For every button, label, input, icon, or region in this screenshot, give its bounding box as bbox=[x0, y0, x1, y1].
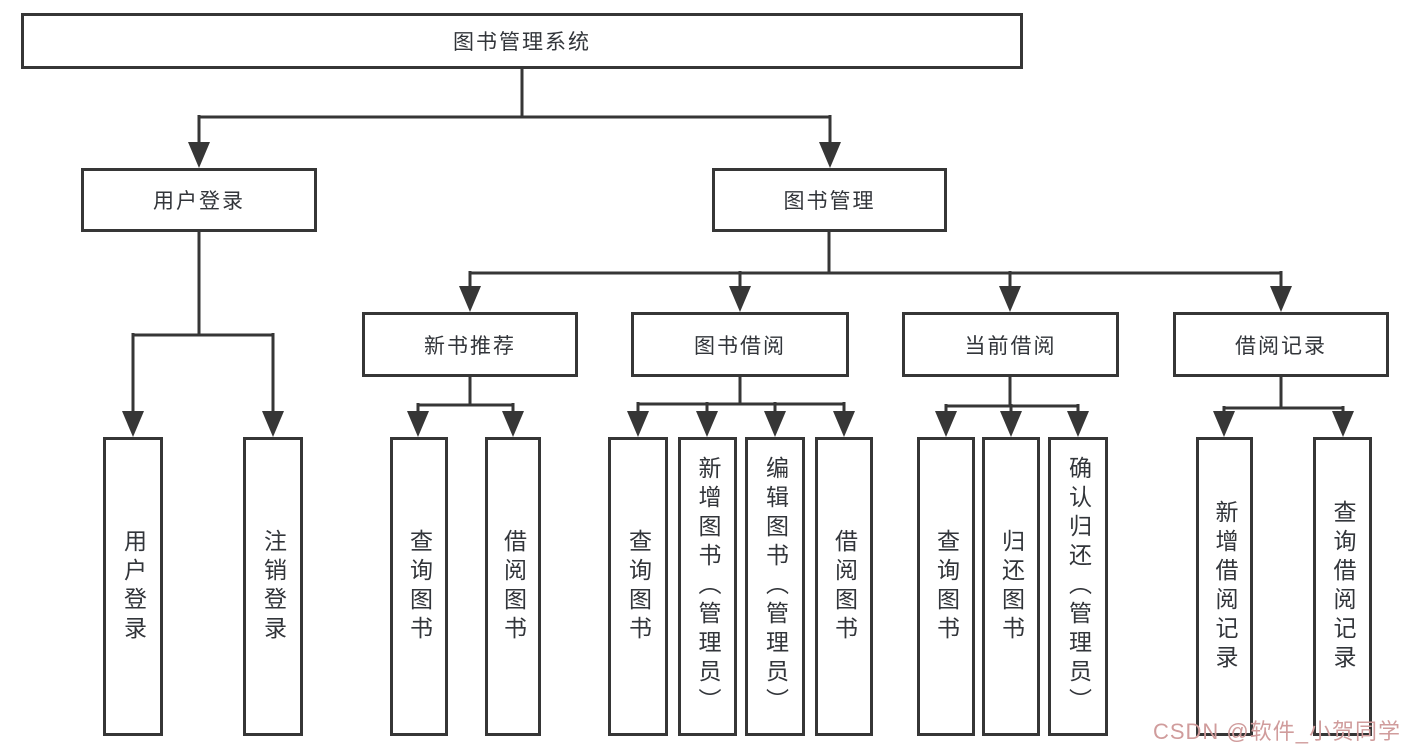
leaf-add-borrow-record: 新增借阅记录 bbox=[1196, 437, 1253, 736]
node-book-borrow: 图书借阅 bbox=[631, 312, 849, 377]
leaf-query-books-borrow: 查询图书 bbox=[608, 437, 668, 736]
node-root: 图书管理系统 bbox=[21, 13, 1023, 69]
arrowhead bbox=[188, 142, 210, 168]
arrowhead bbox=[819, 142, 841, 168]
arrowhead bbox=[935, 411, 957, 437]
connector-current-children bbox=[935, 377, 1089, 437]
leaf-query-books-current: 查询图书 bbox=[917, 437, 975, 736]
node-new-book-recommend: 新书推荐 bbox=[362, 312, 578, 377]
connector-book-mgmt-children bbox=[459, 232, 1292, 312]
leaf-borrow-books-recommend: 借阅图书 bbox=[485, 437, 541, 736]
connector-borrow-children bbox=[627, 377, 855, 437]
leaf-query-borrow-record: 查询借阅记录 bbox=[1313, 437, 1372, 736]
arrowhead bbox=[502, 411, 524, 437]
arrowhead bbox=[764, 411, 786, 437]
connector-new-book-children bbox=[407, 377, 524, 437]
leaf-query-books-recommend: 查询图书 bbox=[390, 437, 448, 736]
arrowhead bbox=[833, 411, 855, 437]
leaf-user-login: 用户登录 bbox=[103, 437, 163, 736]
leaf-confirm-return-admin: 确认归还（管理员） bbox=[1048, 437, 1108, 736]
leaf-add-books-admin: 新增图书（管理员） bbox=[678, 437, 737, 736]
arrowhead bbox=[1067, 411, 1089, 437]
leaf-return-books: 归还图书 bbox=[982, 437, 1040, 736]
connector-records-children bbox=[1213, 377, 1354, 437]
arrowhead bbox=[696, 411, 718, 437]
arrowhead bbox=[459, 286, 481, 312]
arrowhead bbox=[1332, 411, 1354, 437]
arrowhead bbox=[1000, 411, 1022, 437]
watermark: CSDN @软件_小贺同学 bbox=[1152, 719, 1401, 744]
arrowhead bbox=[262, 411, 284, 437]
arrowhead bbox=[1270, 286, 1292, 312]
arrowhead bbox=[1213, 411, 1235, 437]
arrowhead bbox=[729, 286, 751, 312]
arrowhead bbox=[627, 411, 649, 437]
node-user-login: 用户登录 bbox=[81, 168, 317, 232]
connector-user-login-children bbox=[122, 232, 284, 437]
arrowhead bbox=[122, 411, 144, 437]
leaf-borrow-books: 借阅图书 bbox=[815, 437, 873, 736]
node-book-management: 图书管理 bbox=[712, 168, 947, 232]
leaf-logout: 注销登录 bbox=[243, 437, 303, 736]
node-current-borrow: 当前借阅 bbox=[902, 312, 1119, 377]
connector-root-to-level2 bbox=[188, 69, 841, 168]
arrowhead bbox=[999, 286, 1021, 312]
leaf-edit-books-admin: 编辑图书（管理员） bbox=[745, 437, 805, 736]
node-borrow-records: 借阅记录 bbox=[1173, 312, 1389, 377]
arrowhead bbox=[407, 411, 429, 437]
